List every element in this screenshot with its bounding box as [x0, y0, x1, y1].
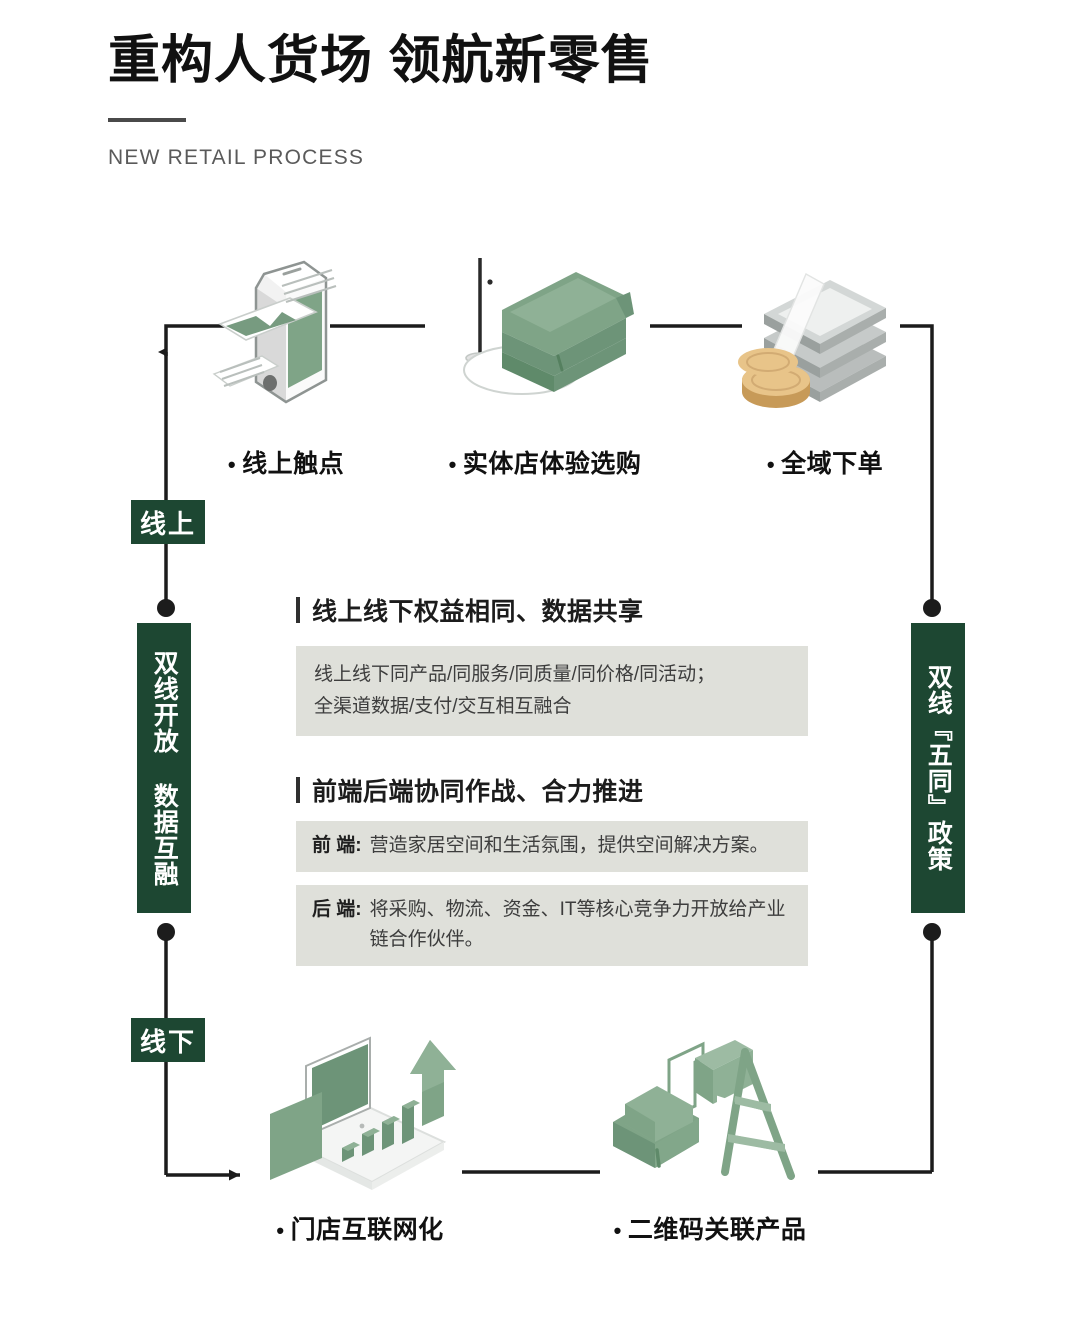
row-value-backend: 将采购、物流、资金、IT等核心竞争力开放给产业链合作伙伴。 [369, 898, 786, 951]
connector-dot-right-bottom [923, 923, 941, 941]
section-2-row-frontend: 前 端: 营造家居空间和生活氛围，提供空间解决方案。 [296, 820, 808, 872]
badge-dual-open: 双线开放 数据互融 [137, 623, 191, 913]
smartphone-icon [186, 252, 386, 430]
section-1-info-box: 线上线下同产品/同服务/同质量/同价格/同活动； 全渠道数据/支付/交互相互融合 [296, 646, 808, 736]
row-key-backend: 后 端: [312, 898, 362, 920]
node-store-experience-label: 实体店体验选购 [430, 444, 660, 480]
content-panel: 线上线下权益相同、数据共享 线上线下同产品/同服务/同质量/同价格/同活动； 全… [296, 592, 808, 967]
badge-dual-open-label: 双线开放 数据互融 [150, 649, 179, 887]
heading-bar-icon [296, 776, 300, 803]
section-2-heading: 前端后端协同作战、合力推进 [296, 772, 808, 808]
page-subtitle: NEW RETAIL PROCESS [108, 146, 365, 170]
title-divider [108, 118, 186, 123]
section-2-row-backend: 后 端: 将采购、物流、资金、IT等核心竞争力开放给产业链合作伙伴。 [296, 884, 808, 967]
node-qr-product: 二维码关联产品 [595, 1030, 825, 1246]
heading-bar-icon [296, 597, 300, 623]
connector-dot-left-bottom [157, 923, 175, 941]
section-1-body-line-2: 全渠道数据/支付/交互相互融合 [314, 695, 572, 717]
connector-dot-left-top [157, 599, 175, 617]
badge-online: 线上 [131, 500, 205, 544]
badge-five-same-label: 双线『五同』政策 [924, 664, 953, 872]
section-2-heading-text: 前端后端协同作战、合力推进 [312, 777, 644, 806]
armchair-qr-shelf-icon [595, 1030, 825, 1200]
node-online-touch: 线上触点 [186, 252, 386, 480]
node-omni-order: 全域下单 [720, 252, 930, 480]
node-store-internet-label: 门店互联网化 [250, 1210, 470, 1246]
row-key-frontend: 前 端: [312, 834, 362, 856]
row-value-frontend: 营造家居空间和生活氛围，提供空间解决方案。 [369, 834, 769, 856]
badge-five-same: 双线『五同』政策 [911, 623, 965, 913]
section-1-heading: 线上线下权益相同、数据共享 [296, 592, 808, 628]
node-store-experience: 实体店体验选购 [430, 252, 660, 480]
node-online-touch-label: 线上触点 [186, 444, 386, 480]
node-store-internet: 门店互联网化 [250, 1030, 470, 1246]
badge-online-label: 线上 [139, 508, 196, 539]
sofa-lamp-icon [430, 252, 660, 430]
badge-offline: 线下 [131, 1018, 205, 1062]
node-qr-product-label: 二维码关联产品 [595, 1210, 825, 1246]
money-coins-icon [720, 252, 930, 430]
page-title: 重构人货场 领航新零售 [108, 32, 654, 90]
page-header: 重构人货场 领航新零售 NEW RETAIL PROCESS [108, 30, 908, 170]
section-1-body-line-1: 线上线下同产品/同服务/同质量/同价格/同活动； [314, 664, 716, 685]
connector-dot-right-top [923, 599, 941, 617]
laptop-chart-arrow-icon [250, 1030, 470, 1200]
node-omni-order-label: 全域下单 [720, 444, 930, 480]
section-1-heading-text: 线上线下权益相同、数据共享 [312, 598, 644, 626]
badge-offline-label: 线下 [139, 1026, 196, 1057]
